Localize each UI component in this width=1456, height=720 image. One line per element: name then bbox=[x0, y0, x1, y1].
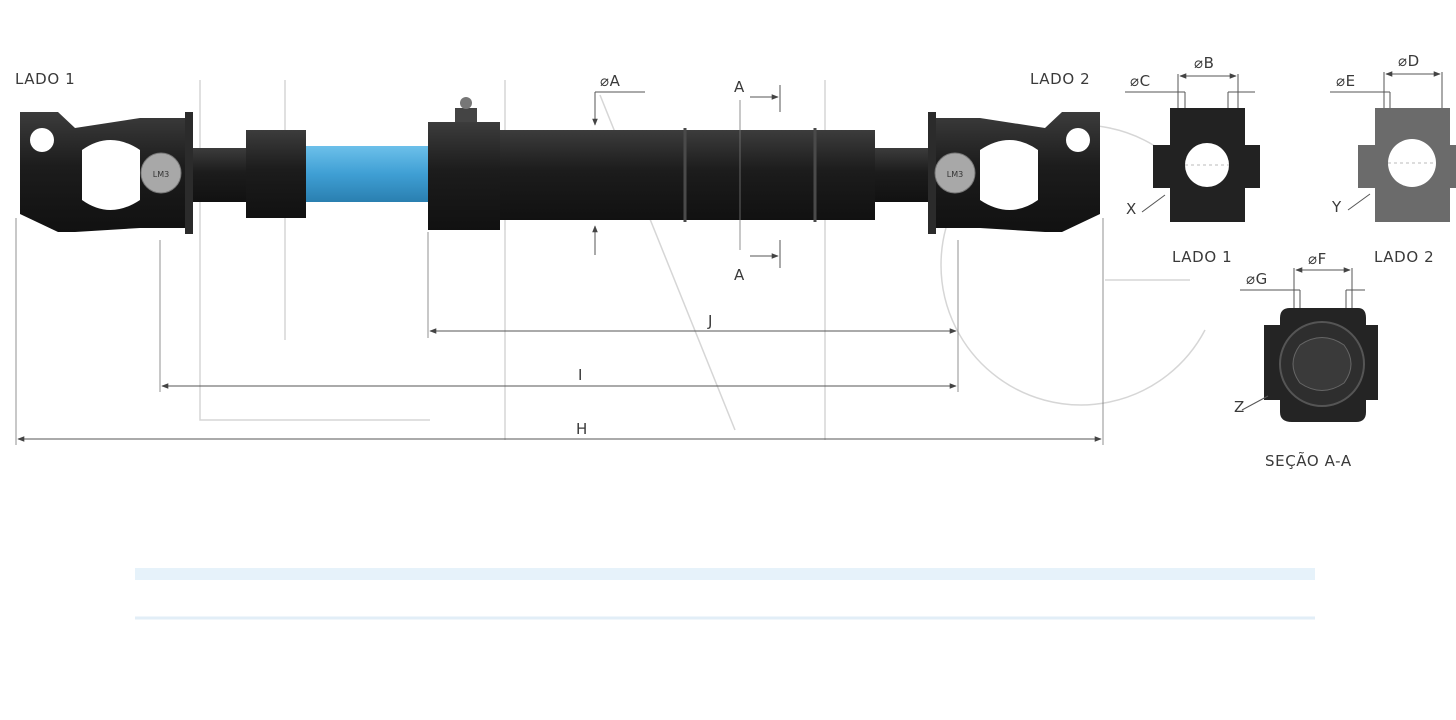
dim-a-label: ⌀A bbox=[600, 72, 621, 90]
dim-h: H bbox=[17, 420, 1102, 442]
extension-lines bbox=[15, 218, 1104, 445]
dim-j: J bbox=[429, 312, 957, 334]
right-yoke: LM3 bbox=[928, 112, 1100, 234]
dim-g-label: ⌀G bbox=[1246, 270, 1268, 288]
right-hub bbox=[934, 152, 976, 194]
dim-e-label: ⌀E bbox=[1336, 72, 1356, 90]
side1-end-view: ⌀B ⌀C X LADO 1 bbox=[1125, 54, 1260, 266]
dim-h-label: H bbox=[576, 420, 588, 438]
dim-b-label: ⌀B bbox=[1194, 54, 1215, 72]
left-hub bbox=[140, 152, 182, 194]
mark-y: Y bbox=[1331, 198, 1342, 216]
view-side2-label: LADO 2 bbox=[1374, 248, 1434, 266]
right-hub-label: LM3 bbox=[947, 170, 963, 179]
grease-nipple bbox=[460, 97, 472, 109]
dim-c-label: ⌀C bbox=[1130, 72, 1151, 90]
section-aa-view: ⌀F ⌀G Z SEÇÃO A-A bbox=[1234, 250, 1378, 470]
section-title: SEÇÃO A-A bbox=[1265, 451, 1352, 470]
dim-i: I bbox=[161, 366, 957, 389]
mark-x: X bbox=[1126, 200, 1137, 218]
left-hub-label: LM3 bbox=[153, 170, 169, 179]
left-yoke: LM3 bbox=[20, 112, 193, 234]
side1-label: LADO 1 bbox=[15, 70, 75, 88]
dim-d-label: ⌀D bbox=[1398, 52, 1420, 70]
mark-z: Z bbox=[1234, 398, 1245, 416]
section-mark-bottom: A bbox=[734, 266, 745, 284]
drive-shaft: LM3 LM3 bbox=[20, 97, 1100, 234]
dim-f-label: ⌀F bbox=[1308, 250, 1327, 268]
dim-i-label: I bbox=[578, 366, 583, 384]
side2-end-view: ⌀D ⌀E Y LADO 2 bbox=[1330, 52, 1456, 266]
section-marker: A A bbox=[734, 78, 781, 284]
dim-a: ⌀A bbox=[592, 72, 645, 255]
dim-j-label: J bbox=[707, 312, 713, 330]
side2-label: LADO 2 bbox=[1030, 70, 1090, 88]
inner-tube-blue bbox=[306, 146, 430, 202]
blurred-footer-strip bbox=[135, 568, 1315, 620]
section-mark-top: A bbox=[734, 78, 745, 96]
view-side1-label: LADO 1 bbox=[1172, 248, 1232, 266]
